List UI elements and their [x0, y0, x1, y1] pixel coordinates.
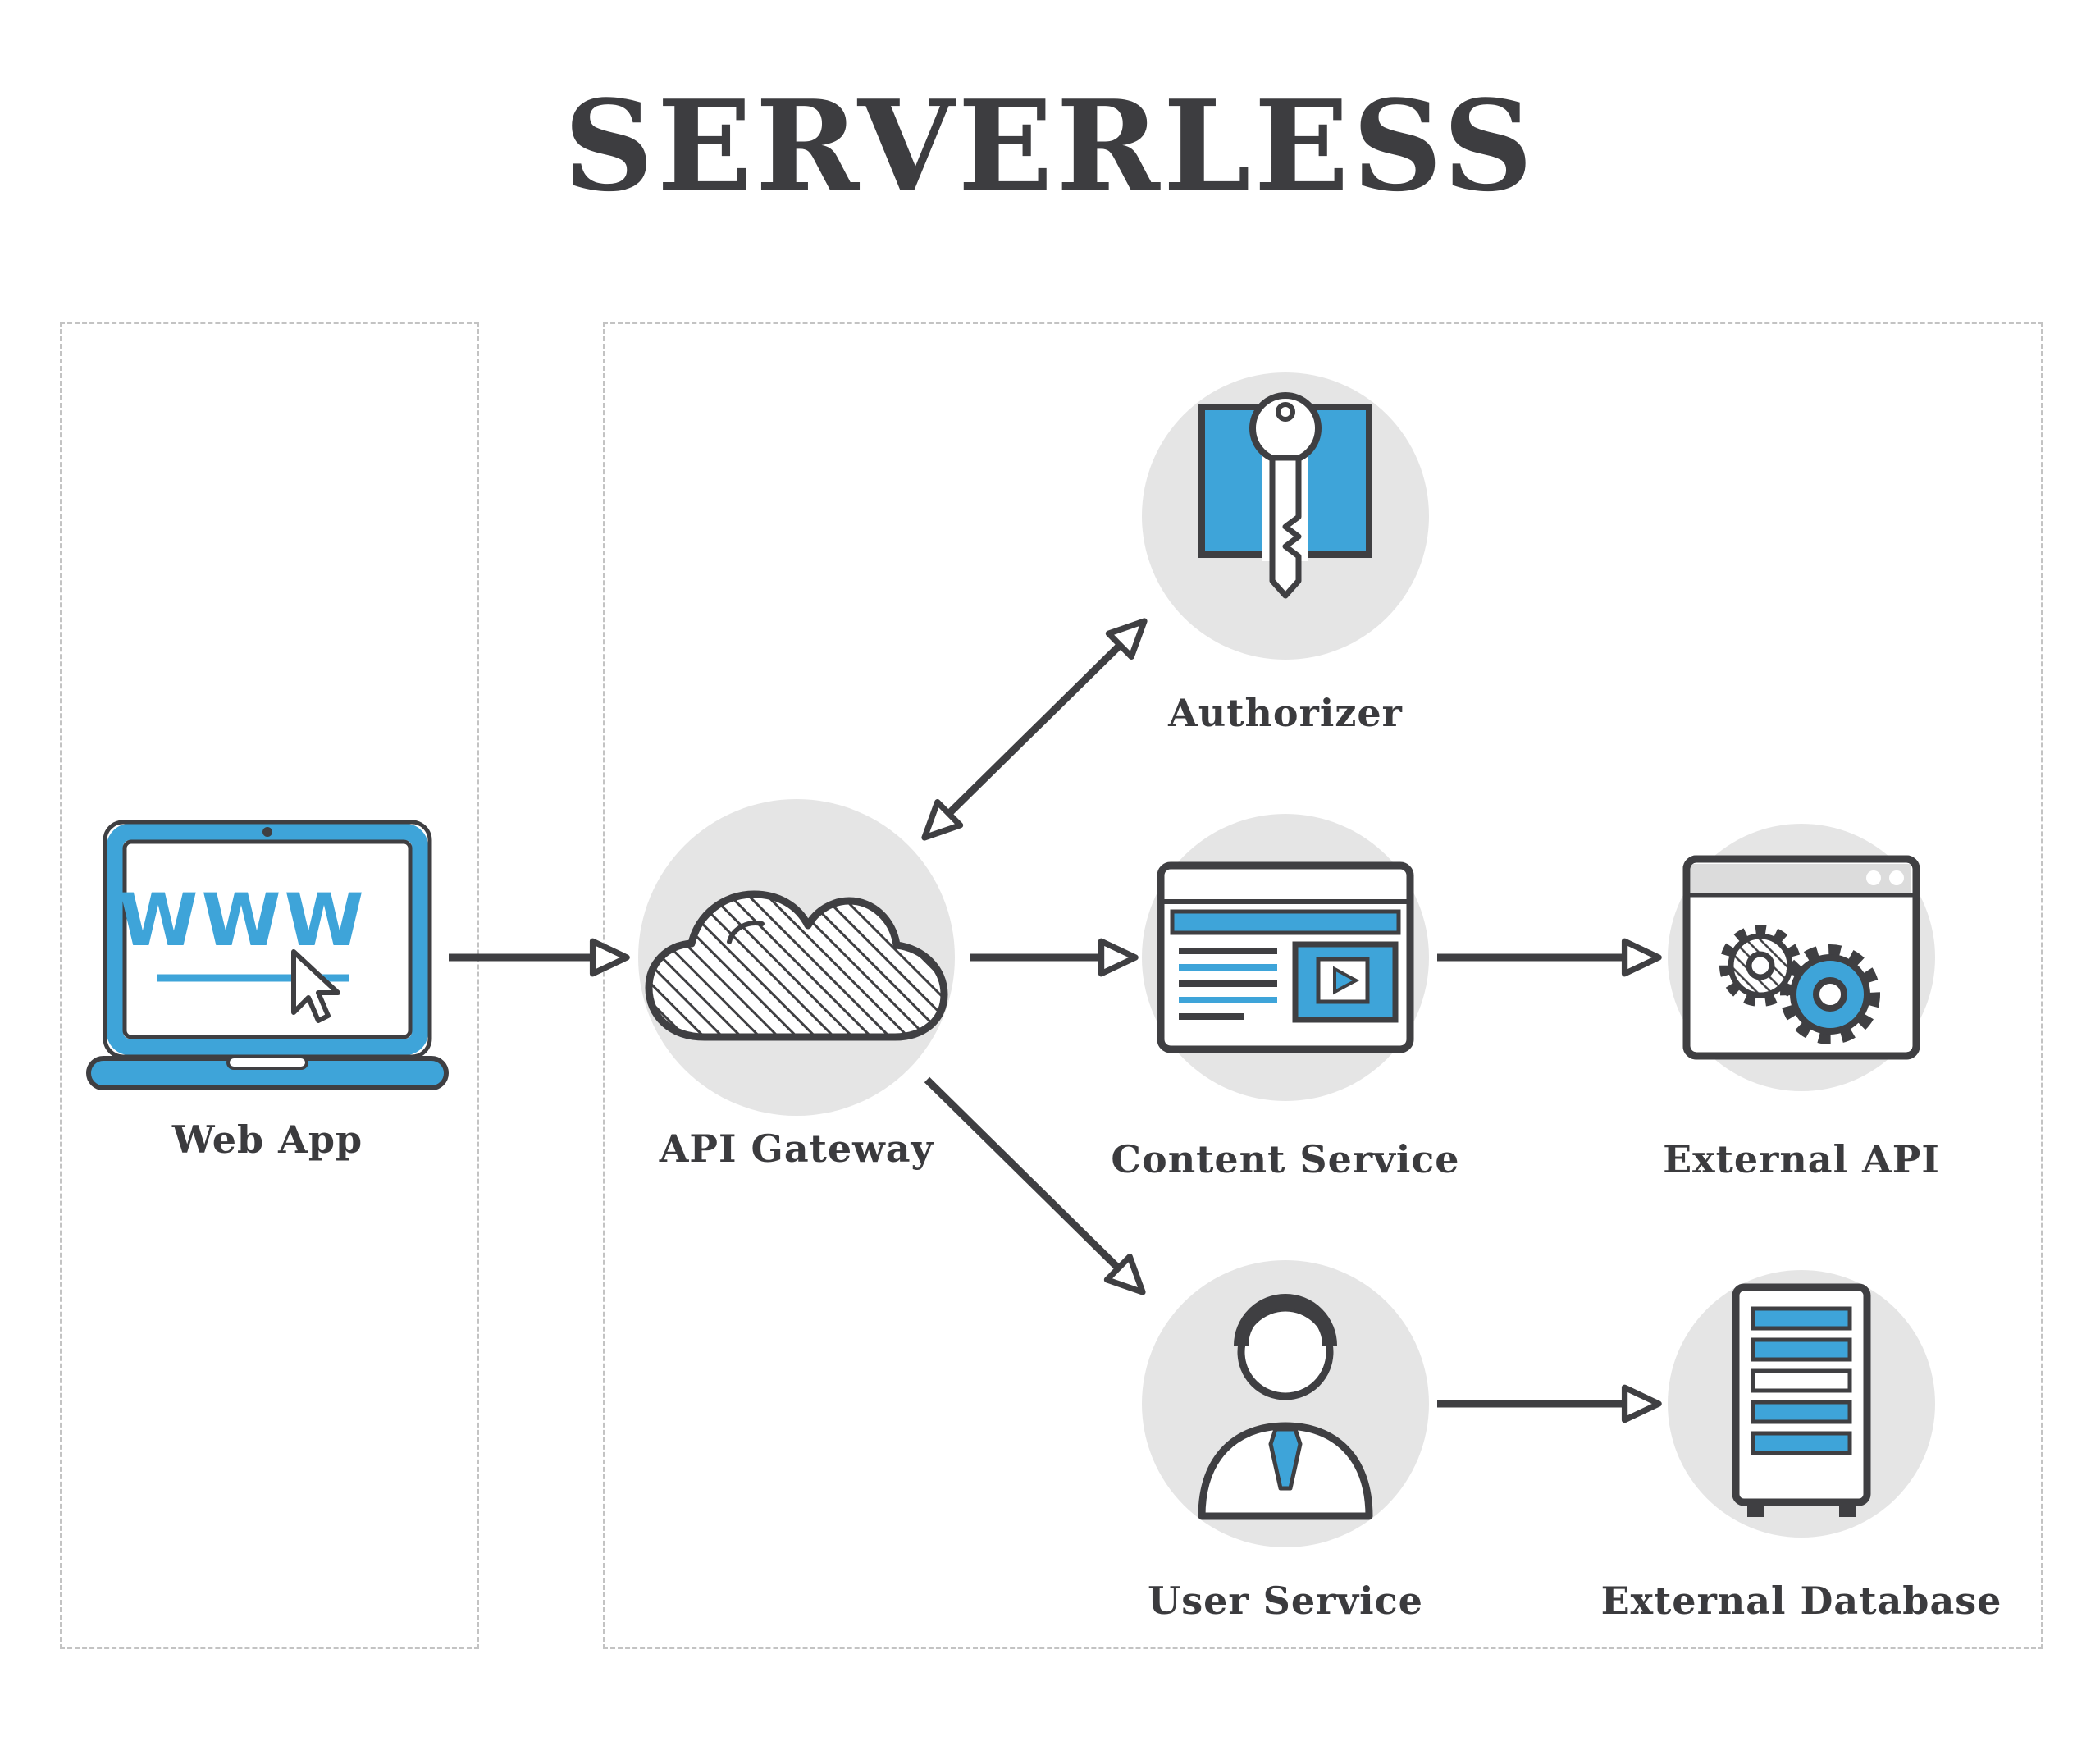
arrow-gateway-to-user [924, 1076, 1146, 1295]
api-gateway-label: API Gateway [659, 1126, 934, 1171]
play-icon [1333, 966, 1360, 995]
external-database-label: External Database [1600, 1579, 2002, 1623]
diagram-title: SERVERLESS [564, 72, 1536, 219]
cursor-icon [291, 949, 340, 1023]
window-dot-icon [1866, 870, 1881, 885]
content-service-label: Content Service [1111, 1137, 1460, 1181]
www-text: WWW [118, 878, 367, 962]
external-api-label: External API [1663, 1137, 1940, 1181]
browser-video-icon [1157, 861, 1414, 1053]
laptop-www-icon: WWW [86, 820, 449, 1090]
web-app-label: Web App [171, 1117, 363, 1162]
browser-gears-icon [1682, 855, 1920, 1060]
cloud-icon [645, 890, 948, 1041]
key-icon [1198, 392, 1372, 599]
server-icon [1732, 1283, 1871, 1517]
arrow-gateway-authorizer-double [921, 618, 1148, 841]
authorizer-label: Authorizer [1168, 691, 1403, 735]
person-icon [1198, 1294, 1373, 1520]
user-service-label: User Service [1148, 1579, 1423, 1623]
client-panel [60, 322, 479, 1649]
gear-icon [1780, 944, 1880, 1044]
serverless-panel [603, 322, 2043, 1649]
camera-dot-icon [262, 827, 272, 837]
window-dot-icon [1889, 870, 1904, 885]
tie-icon [1268, 1427, 1303, 1491]
text-lines-icon [1179, 948, 1277, 1020]
